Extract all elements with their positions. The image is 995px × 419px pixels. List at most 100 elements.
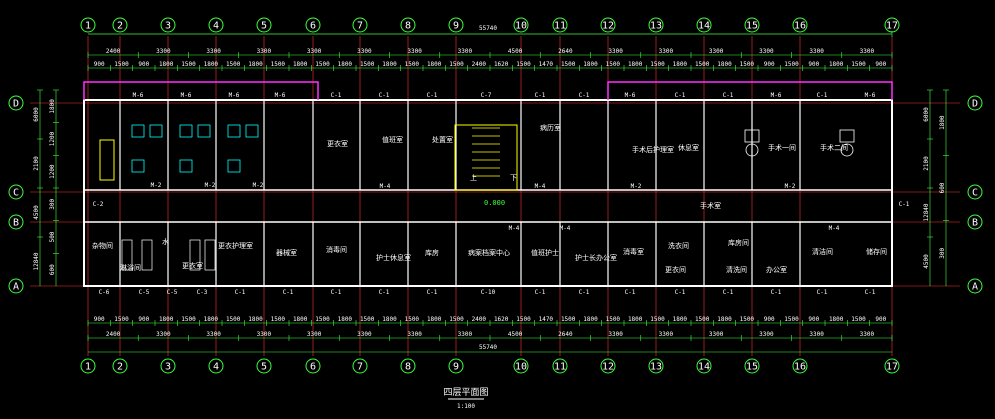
door-tag: M-2	[205, 182, 216, 189]
axis-bubble	[208, 358, 224, 374]
axis-label: D	[13, 99, 19, 110]
dim-value: 2640	[558, 331, 573, 338]
window-tag: C-5	[139, 289, 150, 296]
door-tag: M-4	[829, 225, 840, 232]
dim-value: 900	[808, 61, 819, 68]
room-label: 病历室	[540, 123, 561, 132]
dim-value: 1800	[49, 99, 56, 114]
corridor-label: 下	[510, 174, 517, 182]
dim-value: 3300	[257, 48, 272, 55]
dim-value: 3300	[809, 331, 824, 338]
axis-bubble	[552, 358, 568, 374]
axis-bubble	[448, 17, 464, 33]
axis-bubble	[256, 17, 272, 33]
axis-bubble	[648, 17, 664, 33]
window-tag: C-6	[99, 289, 110, 296]
room-label: 洗衣间	[668, 241, 689, 250]
dim-value: 900	[875, 61, 886, 68]
toilet-fixture	[131, 159, 145, 173]
dim-value: 1500	[181, 316, 196, 323]
axis-bubble	[648, 358, 664, 374]
axis-label: D	[972, 99, 978, 110]
axis-label: 12	[602, 21, 614, 32]
stair-side	[99, 139, 115, 181]
room-label: 病案档案中心	[468, 248, 510, 257]
room-label: 库房	[425, 248, 439, 257]
dim-value: 1800	[427, 61, 442, 68]
axis-bubble	[305, 17, 321, 33]
room-label: 更衣室	[327, 139, 348, 148]
surgical-lamp	[745, 143, 759, 157]
axis-label: 2	[117, 362, 123, 373]
drawing-title: 四层平面图	[443, 387, 488, 398]
dim-value: 2400	[472, 316, 487, 323]
axis-bubble	[600, 17, 616, 33]
door-tag: M-4	[380, 183, 391, 190]
dim-value: 1500	[226, 316, 241, 323]
shower-stall	[189, 239, 201, 271]
door-tag: M-4	[509, 225, 520, 232]
axis-bubble	[80, 17, 96, 33]
door-tag: C-1	[427, 92, 438, 99]
stair-outline	[454, 124, 518, 191]
axis-bubble	[744, 358, 760, 374]
axis-label: 16	[794, 362, 806, 373]
axis-label: 5	[261, 362, 267, 373]
dim-value: 2400	[106, 331, 121, 338]
axis-bubble	[80, 358, 96, 374]
room-label: 更衣室	[182, 261, 203, 270]
dim-value: 2100	[33, 156, 40, 171]
axis-label: 6	[310, 21, 316, 32]
dim-value: 2640	[558, 48, 573, 55]
room-label: 水	[162, 237, 169, 246]
axis-label: 5	[261, 21, 267, 32]
window-tag: C-1	[379, 289, 390, 296]
axis-bubble	[400, 358, 416, 374]
dim-value: 1500	[516, 61, 531, 68]
dim-value: 900	[875, 316, 886, 323]
room-label: 护士长办公室	[575, 253, 617, 262]
door-tag: M-6	[181, 92, 192, 99]
dim-value: 2400	[106, 48, 121, 55]
toilet-fixture	[179, 159, 193, 173]
dim-value: 1800	[673, 61, 688, 68]
door-tag: M-6	[275, 92, 286, 99]
outer-wall	[83, 99, 893, 287]
dim-value: 1800	[338, 61, 353, 68]
dim-value: 1500	[695, 61, 710, 68]
dim-value: 2400	[472, 61, 487, 68]
axis-label: A	[972, 282, 978, 293]
dim-value: 3300	[206, 48, 221, 55]
room-label: 办公室	[766, 265, 787, 274]
dim-value: 1500	[740, 316, 755, 323]
shower-stall	[121, 239, 133, 271]
dim-value: 1800	[159, 61, 174, 68]
dim-value: 3300	[156, 48, 171, 55]
window-strip-left	[83, 81, 319, 100]
room-label: 消毒室	[623, 247, 644, 256]
window-tag: C-1	[331, 289, 342, 296]
axis-label: 17	[886, 21, 898, 32]
axis-label: 1	[85, 362, 91, 373]
dim-value: 3300	[709, 48, 724, 55]
room-label: 手术后护理室	[632, 145, 674, 154]
dim-value: 3300	[307, 331, 322, 338]
dim-value: 1200	[49, 164, 56, 179]
axis-label: 9	[453, 362, 459, 373]
dim-value: 900	[138, 316, 149, 323]
axis-label: 1	[85, 21, 91, 32]
door-tag: C-1	[723, 92, 734, 99]
door-tag: M-6	[133, 92, 144, 99]
room-labels: 更衣室值班室处置室病历室手术后护理室手术一间手术二间休息室杂物间水淋浴间更衣室更…	[92, 123, 887, 274]
axis-bubble	[792, 358, 808, 374]
axis-bubble	[696, 358, 712, 374]
room-label: 休息室	[678, 143, 699, 152]
dim-value: 1800	[939, 115, 946, 130]
dim-value: 3300	[257, 331, 272, 338]
dim-value: 4500	[508, 48, 523, 55]
door-tag: C-7	[481, 92, 492, 99]
